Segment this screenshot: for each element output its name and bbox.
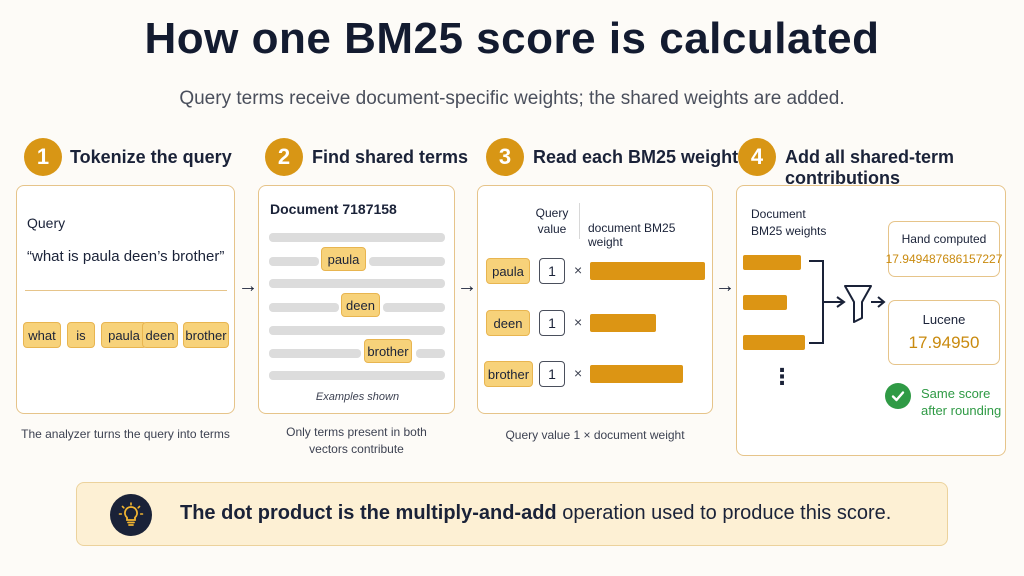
times-sign: ×	[574, 262, 583, 278]
shared-term-chip: paula	[321, 247, 366, 271]
weight-bar	[590, 262, 705, 280]
divider	[25, 290, 227, 291]
step-1-title: Tokenize the query	[70, 147, 232, 167]
token-chip: paula	[101, 322, 147, 348]
step-4-panel: Document BM25 weights ⋮ Hand computed 17…	[736, 185, 1006, 456]
hand-computed-box: Hand computed 17.949487686157227	[885, 221, 1003, 277]
query-value-box: 1	[539, 258, 565, 284]
summary-bold: The dot product is the multiply-and-add	[180, 502, 557, 524]
step-2-title: Find shared terms	[312, 147, 469, 167]
text-line	[269, 349, 361, 358]
term-chip: paula	[486, 258, 530, 284]
step-2-caption: Only terms present in both vectors contr…	[258, 424, 455, 458]
step-1-number: 1	[24, 138, 62, 176]
arrow-right-icon: →	[238, 275, 258, 297]
step-2-number: 2	[265, 138, 303, 176]
same-score-note: Same score after rounding	[921, 385, 1001, 419]
text-line	[369, 257, 445, 266]
lucene-value: 17.94950	[908, 333, 980, 352]
lucene-box: Lucene 17.94950	[888, 300, 1000, 365]
weight-bar	[590, 365, 683, 383]
column-divider	[579, 203, 580, 239]
text-line	[269, 371, 445, 380]
step-2-caption-line1: Only terms present in both	[286, 425, 427, 439]
text-line	[269, 279, 445, 288]
summary-text: The dot product is the multiply-and-add …	[180, 502, 891, 525]
examples-note: Examples shown	[315, 391, 400, 403]
lucene-label: Lucene	[922, 312, 966, 327]
step-4-title: Add all shared-term contributions	[785, 147, 955, 188]
page-subtitle: Query terms receive document-specific we…	[179, 88, 845, 109]
text-line	[269, 257, 319, 266]
more-icon: ⋮	[771, 364, 793, 389]
token-chip: is	[67, 322, 95, 348]
token-chip: brother	[183, 322, 229, 348]
step-4-number: 4	[738, 138, 776, 176]
hand-computed-value: 17.949487686157227	[885, 252, 1003, 266]
weight-bar	[743, 295, 787, 310]
query-value-header-line1: Query	[535, 206, 569, 220]
hand-computed-label: Hand computed	[901, 232, 987, 246]
query-value-header-line2: value	[537, 222, 567, 236]
arrow-right-icon: →	[715, 275, 735, 297]
query-text: “what is paula deen’s brother”	[27, 248, 225, 265]
weights-label: Document BM25 weights	[751, 206, 826, 240]
bm25-weight-header: document BM25 weight	[588, 221, 676, 249]
arrow-right-icon: →	[457, 275, 477, 297]
token-chip: what	[23, 322, 61, 348]
weights-label-line2: BM25 weights	[751, 224, 827, 238]
term-chip: deen	[486, 310, 530, 336]
step-3-title: Read each BM25 weight	[533, 147, 739, 167]
shared-term-chip: brother	[364, 339, 412, 363]
query-value-box: 1	[539, 361, 565, 387]
step-3-number: 3	[486, 138, 524, 176]
shared-term-chip: deen	[341, 293, 380, 317]
step-3-panel: Query value document BM25 weight paula 1…	[477, 185, 713, 414]
lightbulb-icon	[110, 494, 152, 536]
text-line	[383, 303, 445, 312]
weight-bar	[743, 255, 801, 270]
term-chip: brother	[484, 361, 533, 387]
same-score-line1: Same score	[921, 386, 991, 401]
page-title: How one BM25 score is calculated	[144, 14, 880, 63]
times-sign: ×	[574, 365, 583, 381]
text-line	[269, 303, 339, 312]
step-1-caption: The analyzer turns the query into terms	[21, 427, 230, 441]
text-line	[416, 349, 445, 358]
query-value-header: Query value	[534, 205, 570, 237]
text-line	[269, 326, 445, 335]
step-2-caption-line2: vectors contribute	[309, 442, 404, 456]
summary-rest: operation used to produce this score.	[556, 502, 892, 524]
step-3-caption: Query value 1 × document weight	[505, 428, 685, 442]
query-value-box: 1	[539, 310, 565, 336]
weight-bar	[743, 335, 805, 350]
query-label: Query	[27, 215, 66, 231]
times-sign: ×	[574, 314, 583, 330]
same-score-line2: after rounding	[921, 403, 1002, 418]
step-2-panel: Document 7187158 paula deen brother Exam…	[258, 185, 455, 414]
summary-banner: The dot product is the multiply-and-add …	[76, 482, 948, 546]
checkmark-icon	[885, 383, 911, 409]
step-1-panel: Query “what is paula deen’s brother” wha…	[16, 185, 235, 414]
weight-bar	[590, 314, 656, 332]
sum-connector-icon	[809, 260, 886, 344]
token-chip: deen	[142, 322, 178, 348]
weights-label-line1: Document	[751, 207, 806, 221]
text-line	[269, 233, 445, 242]
document-id: Document 7187158	[270, 201, 397, 217]
